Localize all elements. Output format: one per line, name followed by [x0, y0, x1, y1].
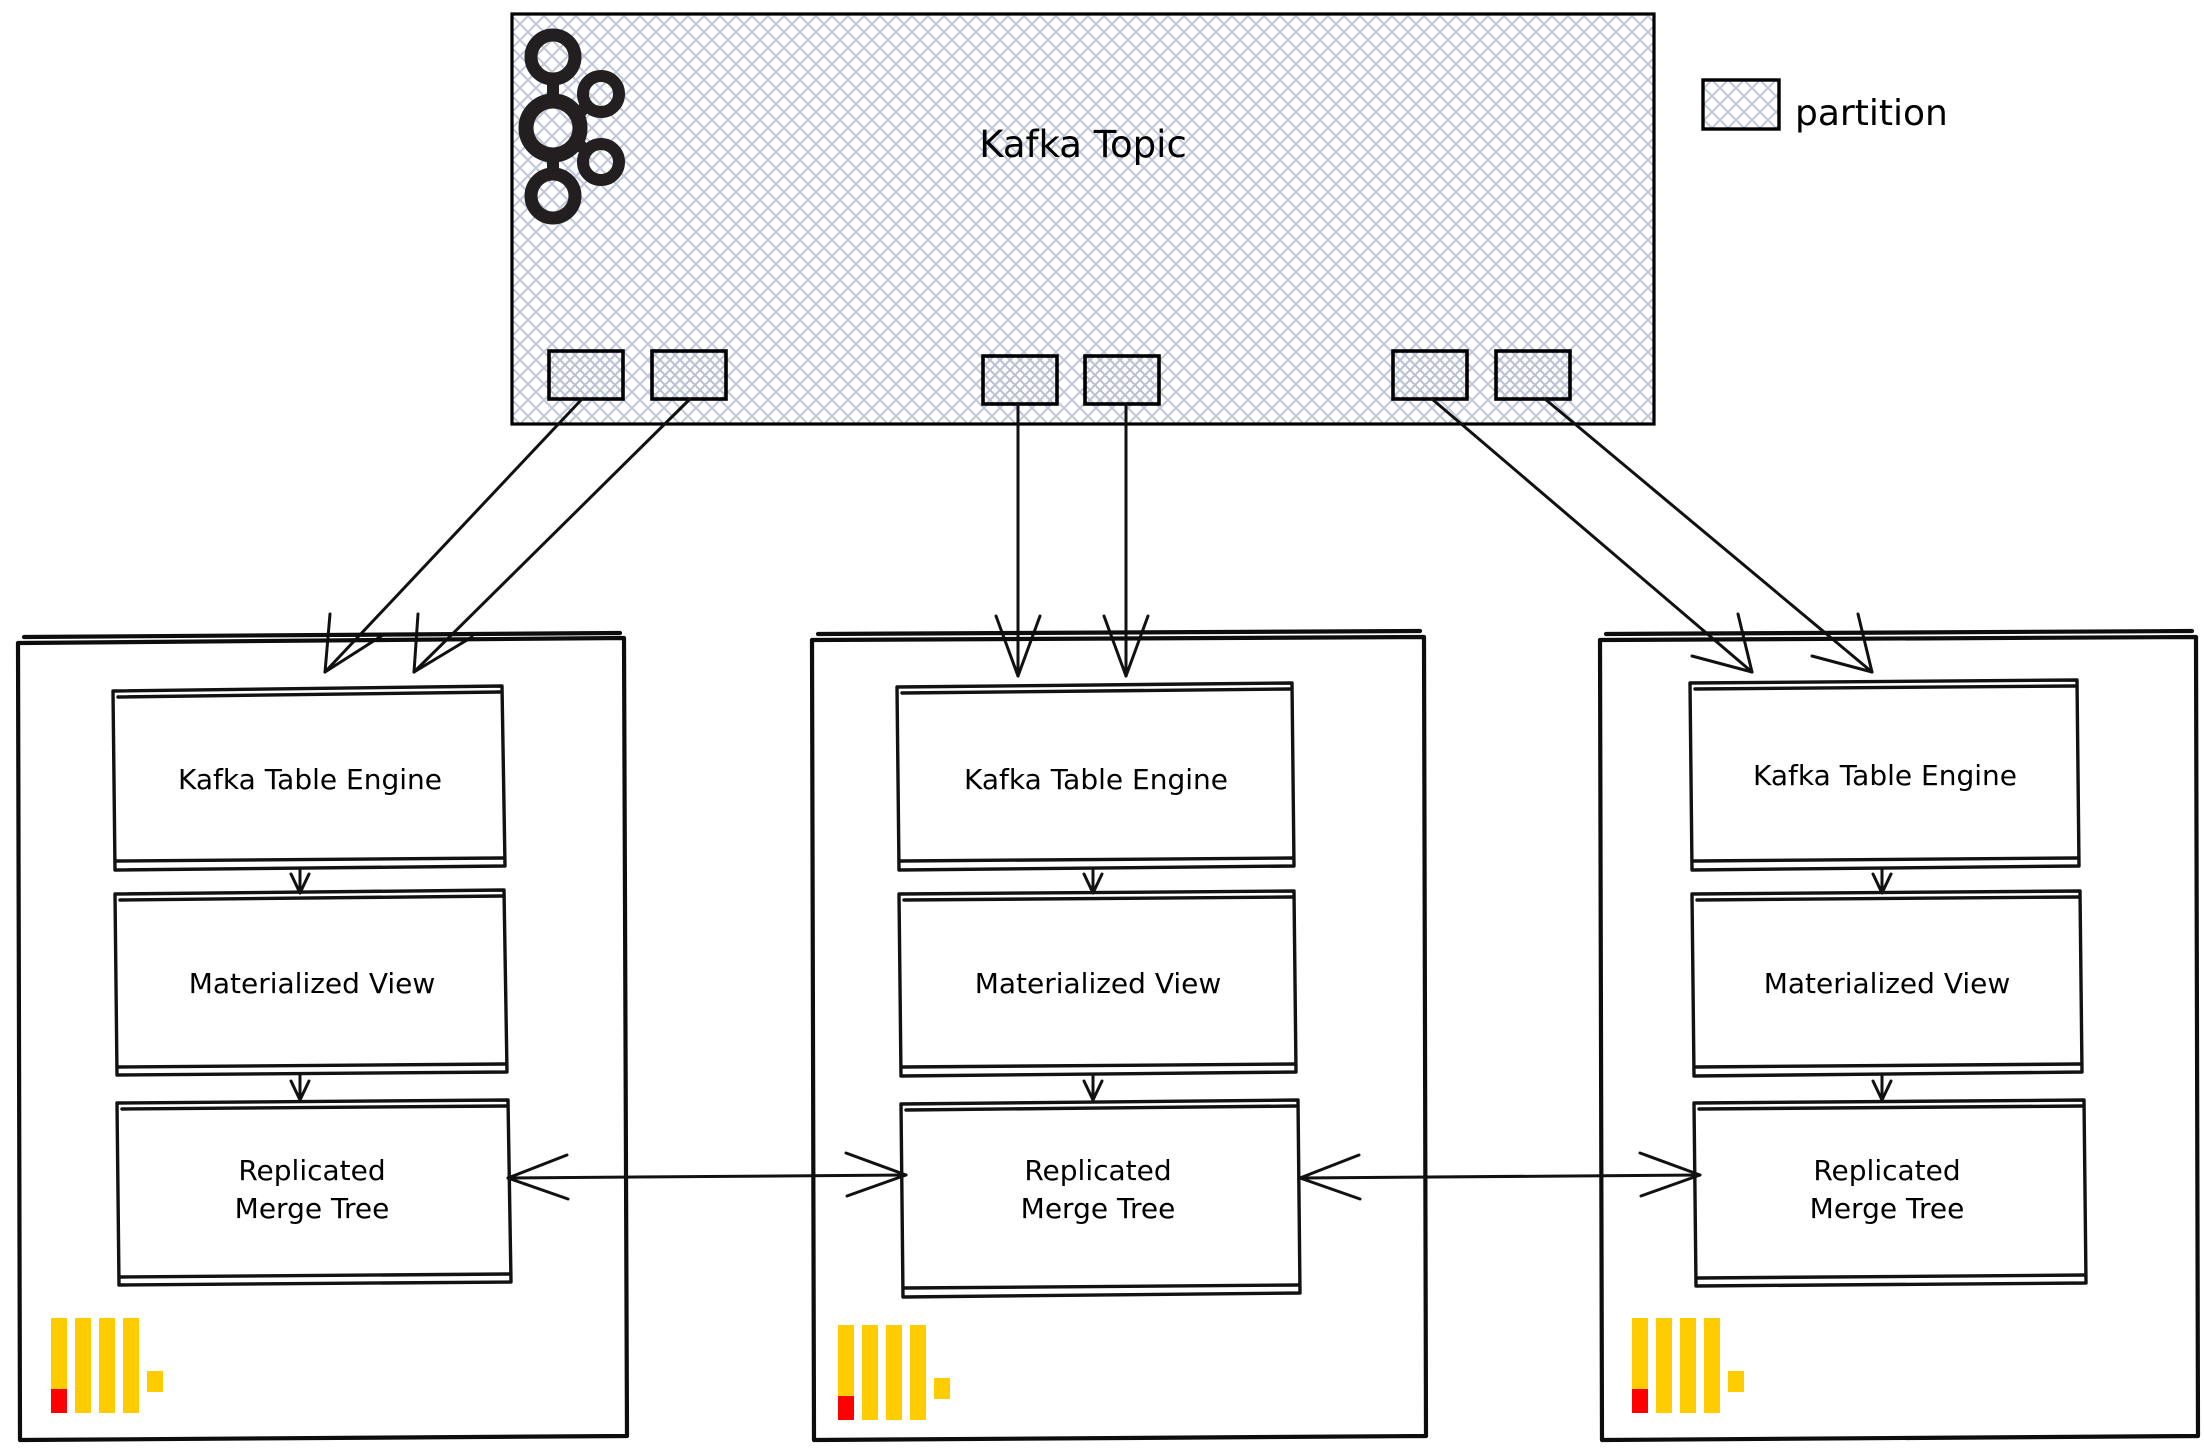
kafka-table-engine-3-label: Kafka Table Engine — [1753, 759, 2017, 792]
partition-group-right — [1391, 349, 1572, 401]
arrow-kte-to-mv-3 — [1871, 868, 1893, 895]
kafka-table-engine-2-box[interactable] — [895, 681, 1296, 872]
replication-link-node2-node3 — [1298, 1151, 1702, 1201]
replicated-merge-tree-3-line2: Merge Tree — [1810, 1192, 1965, 1225]
partition-rect[interactable] — [1494, 349, 1572, 401]
kafka-table-engine-1-label: Kafka Table Engine — [178, 763, 442, 796]
partition-rect[interactable] — [1391, 349, 1469, 401]
replication-link-node1-node2 — [506, 1151, 908, 1201]
replicated-merge-tree-2-line2: Merge Tree — [1021, 1192, 1176, 1225]
replicated-merge-tree-3-box[interactable] — [1692, 1098, 2088, 1288]
replicated-merge-tree-2-box[interactable] — [899, 1098, 1302, 1299]
materialized-view-3-label: Materialized View — [1764, 967, 2011, 1000]
arrow-partition-to-node-3 — [1430, 397, 1754, 674]
kafka-topic-title: Kafka Topic — [979, 123, 1187, 166]
arrow-mv-to-rmt-3 — [1871, 1074, 1893, 1102]
replicated-merge-tree-1-line2: Merge Tree — [235, 1192, 390, 1225]
arrow-kte-to-mv-1 — [289, 868, 311, 895]
clickhouse-logo — [838, 1325, 950, 1420]
node-1-container[interactable] — [15, 630, 630, 1443]
arrow-mv-to-rmt-2 — [1082, 1074, 1104, 1102]
kafka-table-engine-3-box[interactable] — [1688, 678, 2081, 872]
partition-rect[interactable] — [1083, 354, 1161, 406]
replicated-merge-tree-3-line1: Replicated — [1813, 1154, 1960, 1187]
kafka-table-engine-1-box[interactable] — [111, 684, 507, 872]
replicated-merge-tree-2-line1: Replicated — [1024, 1154, 1171, 1187]
materialized-view-2-box[interactable] — [897, 889, 1298, 1078]
arrow-partition-to-node-3b — [1543, 397, 1874, 674]
partition-swatch — [1701, 78, 1781, 131]
arrow-partition-to-node-2b — [1102, 402, 1150, 678]
materialized-view-2-label: Materialized View — [975, 967, 1222, 1000]
kafka-logo — [518, 28, 625, 225]
kafka-table-engine-2-label: Kafka Table Engine — [964, 763, 1228, 796]
arrow-partition-to-node-2 — [994, 402, 1042, 678]
partition-rect[interactable] — [981, 354, 1059, 406]
materialized-view-3-box[interactable] — [1690, 889, 2084, 1078]
materialized-view-1-label: Materialized View — [189, 967, 436, 1000]
legend: partition — [1701, 78, 1948, 134]
partition-group-middle — [981, 354, 1161, 406]
replicated-merge-tree-1-line1: Replicated — [238, 1154, 385, 1187]
partition-rect[interactable] — [547, 349, 625, 401]
node-2-container[interactable] — [809, 628, 1429, 1443]
legend-label-partition: partition — [1795, 93, 1948, 134]
node-3-container[interactable] — [1597, 628, 2201, 1443]
clickhouse-logo — [1632, 1318, 1744, 1413]
partition-group-left — [547, 349, 728, 401]
partition-rect[interactable] — [650, 349, 728, 401]
arrow-partition-to-node-1b — [412, 397, 692, 674]
clickhouse-logo — [51, 1318, 163, 1413]
replicated-merge-tree-1-box[interactable] — [115, 1098, 513, 1287]
arrow-kte-to-mv-2 — [1082, 868, 1104, 895]
arrow-mv-to-rmt-1 — [289, 1073, 311, 1102]
materialized-view-1-box[interactable] — [113, 888, 509, 1077]
